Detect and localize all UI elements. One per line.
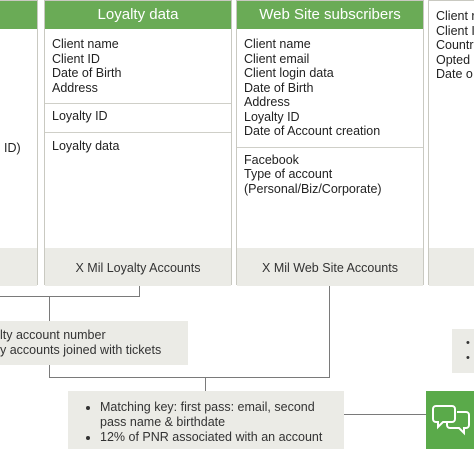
- field-label: Date of Account creation: [244, 124, 381, 138]
- column-header: Web Site subscribers: [237, 1, 423, 29]
- chat-icon-box: [426, 391, 474, 449]
- field-group: Client r Client I Countr Opted Date o: [429, 1, 474, 90]
- chat-bubbles-icon: [432, 405, 470, 436]
- field-label: Date of Birth: [244, 80, 314, 95]
- column-header: [0, 1, 37, 29]
- connector-line: [0, 296, 140, 297]
- field-label: Client I: [436, 23, 474, 38]
- field-label: Client ID: [52, 51, 100, 66]
- field-label: Client login data: [244, 66, 334, 80]
- source-column-website: Web Site subscribers Client name Client …: [236, 0, 424, 286]
- field-label: ID): [4, 141, 21, 155]
- note-bullet-marker: •: [466, 351, 470, 364]
- note-bullet: 12% of PNR associated with an account: [100, 430, 336, 445]
- field-label: Date of Birth: [52, 66, 122, 80]
- source-column-left: ID): [0, 0, 38, 330]
- connector-line: [205, 377, 206, 391]
- note-line: lty account number: [0, 328, 106, 342]
- field-label: Client email: [244, 51, 310, 66]
- column-header: Loyalty data: [45, 1, 231, 29]
- column-footer: [0, 248, 37, 286]
- field-label: Date o: [436, 67, 473, 81]
- field-group: Facebook Type of account (Personal/Biz/C…: [237, 148, 423, 205]
- field-label: Client r: [436, 9, 474, 23]
- column-footer: X Mil Loyalty Accounts: [45, 248, 231, 286]
- connector-line: [329, 286, 330, 378]
- field-group: Loyalty data: [45, 133, 231, 154]
- field-label: Client name: [244, 37, 311, 51]
- field-label: Facebook: [244, 152, 299, 167]
- note-box-left: lty account number y accounts joined wit…: [0, 321, 188, 365]
- note-bullet: Matching key: first pass: email, second …: [100, 400, 336, 429]
- field-label: Address: [52, 80, 98, 95]
- note-line: y accounts joined with tickets: [0, 342, 162, 357]
- column-footer: X Mil Web Site Accounts: [237, 248, 423, 286]
- field-label: Type of account: [244, 167, 333, 181]
- field-label: Countr: [436, 38, 474, 52]
- source-column-right: Client r Client I Countr Opted Date o: [428, 0, 474, 286]
- connector-line: [49, 377, 330, 378]
- note-box-right: • •: [452, 329, 474, 373]
- field-label: Address: [244, 95, 290, 109]
- connector-line: [139, 286, 140, 297]
- connector-line: [344, 414, 426, 415]
- field-group: Client name Client ID Date of Birth Addr…: [45, 29, 231, 104]
- note-bullet-marker: •: [466, 337, 470, 349]
- field-group: Loyalty ID: [45, 104, 231, 133]
- field-label: Loyalty ID: [52, 109, 108, 123]
- note-box-matching: Matching key: first pass: email, second …: [68, 391, 344, 449]
- column-footer: [429, 248, 474, 286]
- field-label: (Personal/Biz/Corporate): [244, 181, 382, 196]
- field-group: Client name Client email Client login da…: [237, 29, 423, 148]
- field-label: Client name: [52, 37, 119, 51]
- field-label: Opted: [436, 52, 471, 67]
- field-label: Loyalty data: [52, 138, 120, 153]
- source-column-loyalty: Loyalty data Client name Client ID Date …: [44, 0, 232, 286]
- field-label: Loyalty ID: [244, 109, 300, 124]
